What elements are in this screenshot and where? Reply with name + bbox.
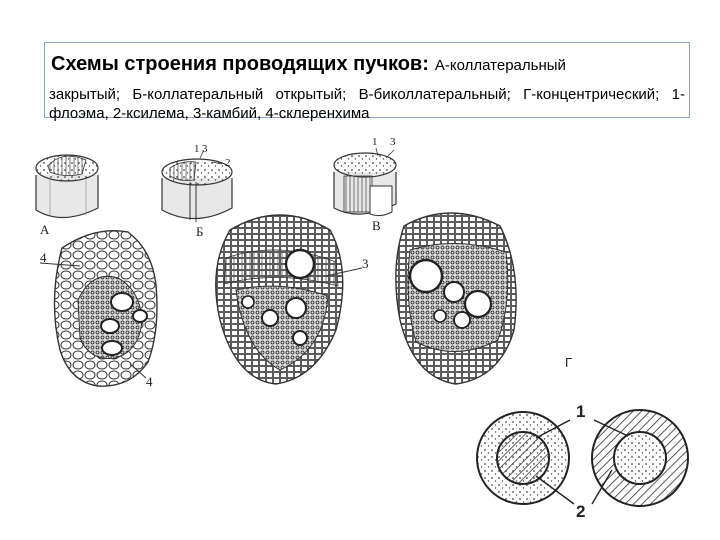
title-line1: Схемы строения проводящих пучков: А-колла… (51, 53, 566, 76)
title-bold: Схемы строения проводящих пучков: (51, 53, 429, 75)
section-a (39, 230, 158, 387)
title-line2: закрытый; Б-коллатеральный открытый; В-б… (49, 86, 685, 122)
cylinder-b (161, 149, 233, 222)
label-g-1: 1 (576, 402, 586, 421)
label-g-2: 2 (576, 502, 586, 521)
leader-1-right (593, 419, 629, 437)
label-b-1: 1 (194, 143, 200, 155)
leader-2-left (535, 475, 575, 505)
label-v-1: 1 (372, 136, 378, 148)
label-b-2: 2 (225, 157, 231, 169)
label-b: Б (196, 224, 204, 239)
label-g: Г (565, 355, 573, 370)
label-b-3-side: 3 (362, 256, 369, 271)
title-box: Схемы строения проводящих пучков: А-колла… (44, 42, 690, 122)
section-b (215, 214, 363, 385)
concentric-left (476, 411, 570, 505)
label-v: В (372, 218, 381, 233)
cylinder-a (35, 154, 99, 219)
label-a-4-bottom: 4 (146, 374, 153, 389)
title-rest-1: А-коллатеральный (434, 57, 566, 74)
concentric-right (591, 409, 689, 507)
leader-1-left (535, 419, 571, 439)
label-a-4-top: 4 (40, 250, 47, 265)
leader-2-right (591, 469, 613, 505)
label-a: А (40, 222, 50, 237)
label-b-3: 3 (202, 143, 208, 155)
label-v-3: 3 (390, 136, 396, 148)
section-v (395, 212, 517, 385)
cylinder-v (333, 147, 397, 217)
